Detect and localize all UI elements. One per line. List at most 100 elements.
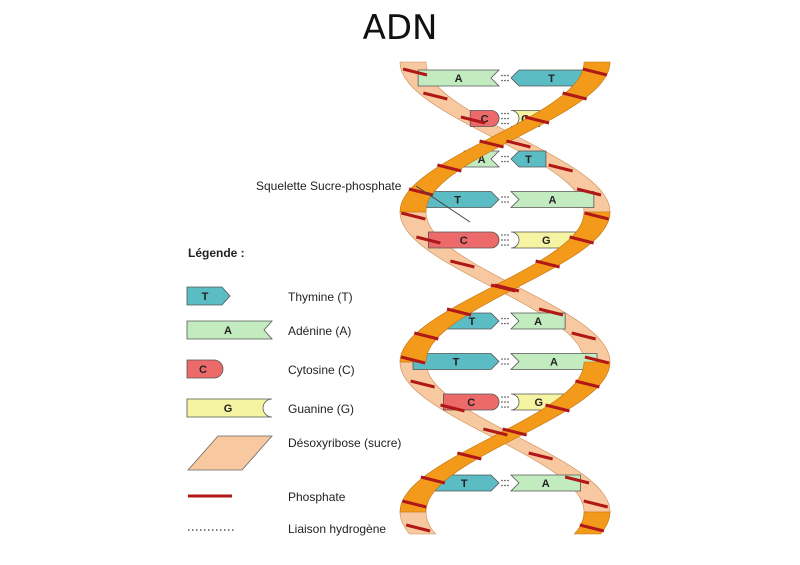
phosphate-mark — [401, 499, 427, 509]
guanine-swatch: G — [186, 398, 273, 418]
base-letter: A — [548, 195, 556, 207]
phosphate-mark — [413, 331, 439, 341]
hydrogen-bond-dot — [501, 234, 503, 236]
phosphate-mark — [422, 91, 448, 101]
hydrogen-bond-dot — [504, 358, 506, 360]
phosphate-mark — [402, 67, 428, 77]
hydrogen-bond-dot — [507, 358, 509, 360]
hydrogen-bond-dot — [501, 406, 503, 408]
hydrogen-bond-dot — [504, 401, 506, 403]
base-letter: A — [478, 154, 486, 166]
hydrogen-bond-dot — [504, 79, 506, 82]
hydrogen-bond-dot — [504, 112, 506, 115]
hydrogen-bond-dot — [507, 196, 509, 198]
phosphate-swatch — [188, 494, 232, 498]
legend-item-sugar: Désoxyribose (sucre) — [186, 432, 426, 471]
base-letter: T — [454, 195, 461, 207]
base-letter: A — [534, 316, 542, 328]
base-c — [427, 231, 500, 249]
phosphate-mark — [538, 307, 564, 317]
phosphate-mark — [405, 523, 431, 533]
hydrogen-bond-dot — [504, 363, 506, 365]
phosphate-mark — [440, 403, 465, 413]
hydrogen-bond-dot — [504, 396, 506, 398]
base-letter: G — [534, 397, 543, 409]
base-letter: C — [481, 114, 489, 126]
hydrogen-bond-dot — [501, 117, 503, 120]
legend-item-adenine: A Adénine (A) — [186, 320, 426, 344]
front-strand-segment — [573, 511, 611, 535]
hydrogen-bond-dot — [501, 74, 503, 77]
base-letter: C — [460, 235, 468, 247]
hydrogen-bond-dot — [501, 244, 503, 246]
hydrogen-bond-dot — [504, 244, 506, 246]
base-pairs: ATCGATTACGTATACGTA — [412, 69, 598, 492]
hydrogen-bond-dot — [507, 117, 509, 120]
phosphate-mark — [450, 259, 475, 269]
phosphate-mark — [479, 139, 504, 149]
hydrogen-bond-dot — [501, 358, 503, 360]
phosphate-mark — [575, 379, 600, 389]
legend-label-cytosine: Cytosine (C) — [288, 363, 355, 377]
legend-label-guanine: Guanine (G) — [288, 402, 355, 416]
thymine-swatch-letter: T — [202, 291, 209, 303]
hydrogen-bond-dot — [501, 196, 503, 198]
phosphate-mark — [548, 163, 573, 173]
phosphate-mark — [446, 307, 472, 317]
hydrogen-bond-dot — [504, 484, 506, 487]
phosphate-mark — [483, 427, 508, 437]
hydrogen-bond-dot — [501, 201, 503, 203]
phosphate-mark — [584, 211, 610, 221]
phosphate-mark — [584, 355, 610, 365]
hydrogen-bond-dot — [504, 160, 506, 163]
hydrogen-bond-dot — [501, 396, 503, 398]
cytosine-swatch-letter: C — [199, 364, 207, 376]
base-letter: C — [467, 397, 475, 409]
hydrogen-bond-dot — [504, 234, 506, 236]
hydrogen-bond-dot — [501, 112, 503, 115]
phosphate-mark — [582, 67, 608, 77]
legend-label-adenine: Adénine (A) — [288, 324, 352, 338]
front-strand — [399, 61, 611, 535]
phosphate-mark — [524, 115, 550, 125]
base-letter: T — [525, 154, 532, 166]
base-a — [417, 69, 500, 87]
hydrogen-bond-dot — [501, 79, 503, 82]
hydrogen-bond-dot — [501, 317, 503, 320]
hydrogen-bond-dot — [504, 74, 506, 77]
base-letter: A — [542, 478, 550, 490]
guanine-swatch-letter: G — [224, 403, 233, 415]
cytosine-swatch: C — [186, 359, 224, 379]
hydrogen-bond-dot — [504, 122, 506, 125]
base-letter: T — [461, 478, 468, 490]
hydrogen-bond-dot — [501, 479, 503, 482]
hydrogen-bond-dot — [501, 239, 503, 241]
legend-item-phosphate: Phosphate — [186, 486, 426, 510]
hydrogen-bond-dot — [507, 112, 509, 115]
hydrogen-bond-dot — [504, 317, 506, 320]
hydrogen-bond-dot — [501, 122, 503, 125]
hbond-swatch — [188, 529, 236, 531]
hydrogen-bond-dot — [504, 406, 506, 408]
base-t — [510, 150, 547, 168]
phosphate-mark — [562, 91, 588, 101]
legend-item-guanine: G Guanine (G) — [186, 398, 426, 422]
hydrogen-bond-dot — [507, 322, 509, 325]
phosphate-mark — [571, 331, 597, 341]
base-letter: A — [550, 357, 558, 369]
backbone-label: Squelette Sucre-phosphate — [256, 179, 402, 193]
hydrogen-bond-dot — [504, 117, 506, 120]
hydrogen-bond-dot — [507, 122, 509, 125]
hydrogen-bond-dot — [507, 74, 509, 77]
phosphate-mark — [437, 163, 462, 173]
legend-item-cytosine: C Cytosine (C) — [186, 359, 426, 383]
hydrogen-bond-dot — [504, 155, 506, 158]
phosphate-mark — [416, 235, 441, 245]
hydrogen-bond-dot — [504, 239, 506, 241]
base-a — [510, 191, 595, 208]
hydrogen-bond-dot — [501, 363, 503, 365]
